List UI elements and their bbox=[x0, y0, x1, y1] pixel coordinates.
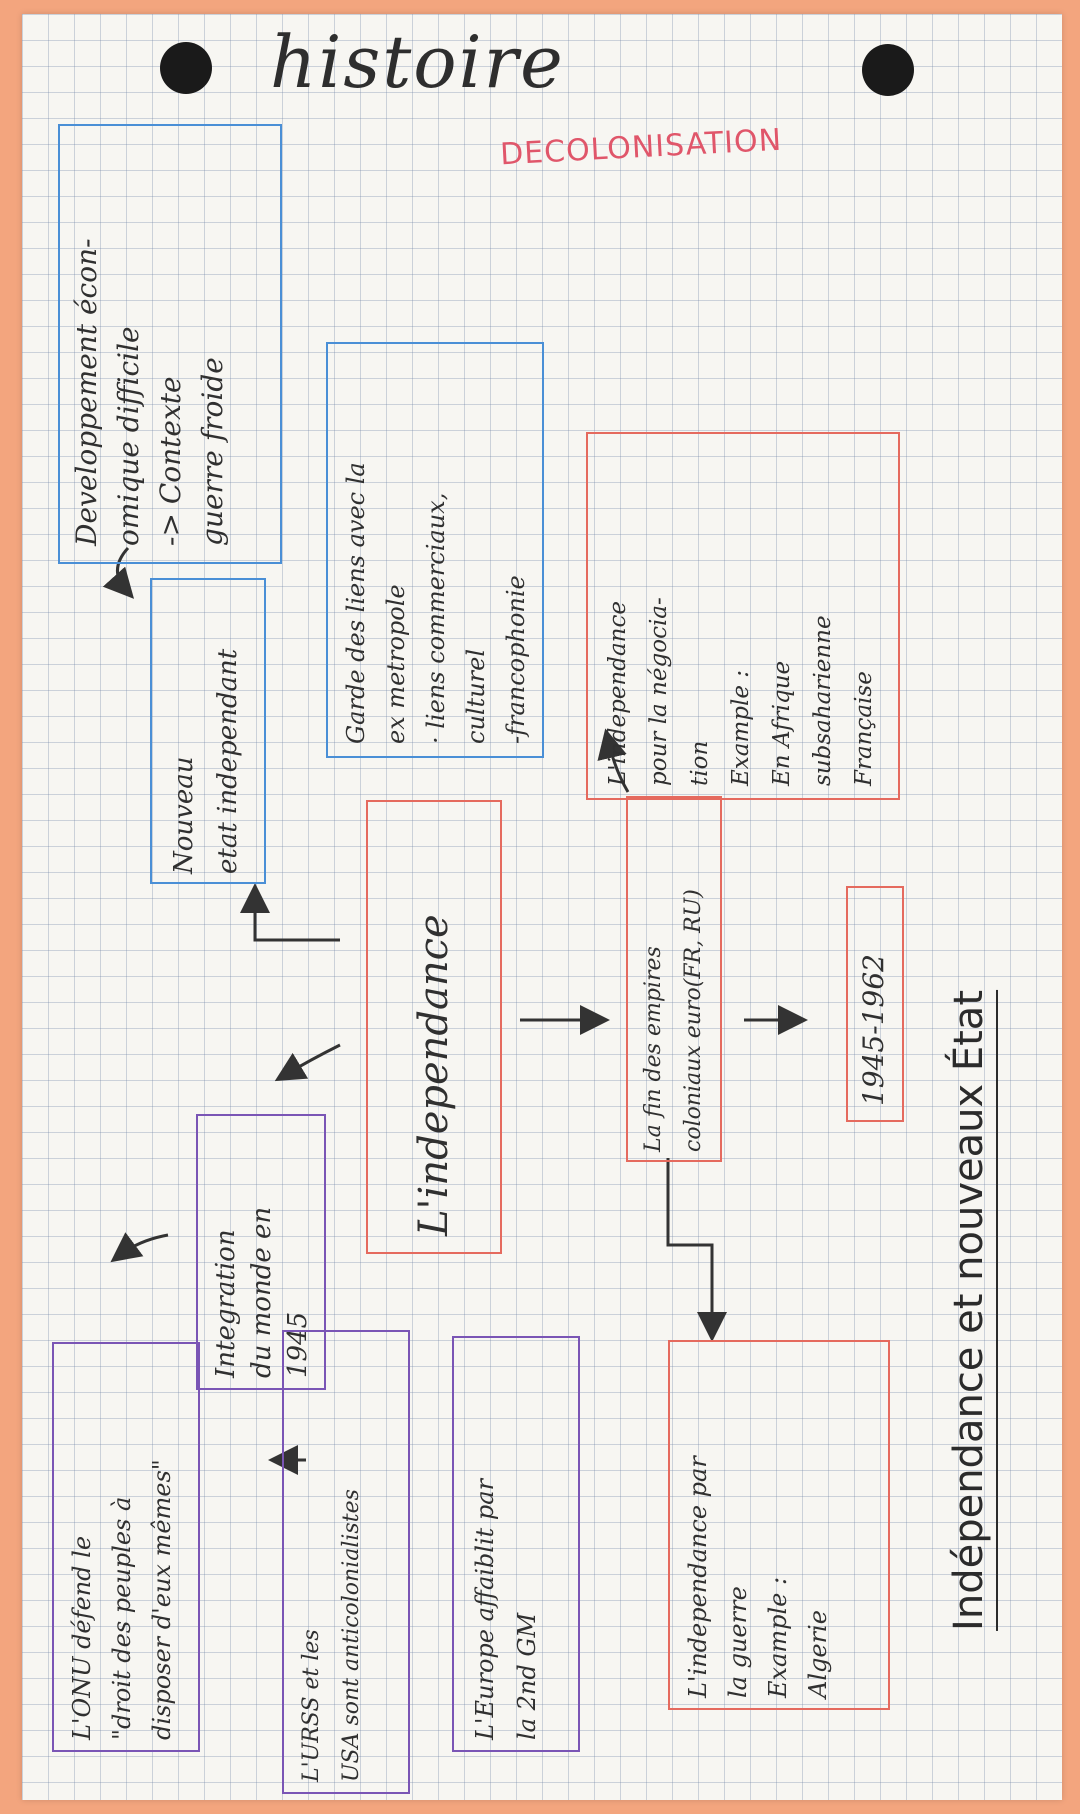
box-line: "droit des peuples à bbox=[108, 1496, 136, 1740]
notebook-sheet bbox=[22, 14, 1062, 1800]
box-line: Algerie bbox=[804, 1610, 832, 1698]
box-integration-monde: Integration du monde en 1945 bbox=[196, 1114, 326, 1390]
box-central-independance: L'independance bbox=[366, 800, 502, 1254]
box-line: etat independant bbox=[213, 648, 243, 874]
arrow-integration-to-onu bbox=[110, 1232, 169, 1263]
box-line: -> Contexte bbox=[154, 376, 187, 546]
box-line: ex metropole bbox=[382, 584, 410, 744]
box-line: La fin des empires bbox=[641, 946, 666, 1152]
box-line: la 2nd GM bbox=[513, 1612, 541, 1740]
box-line: L'URSS et les bbox=[299, 1629, 324, 1782]
box-onu: L'ONU défend le "droit des peuples à dis… bbox=[52, 1342, 200, 1752]
box-line: guerre froide bbox=[196, 357, 229, 546]
box-line: culturel bbox=[462, 648, 490, 744]
box-garde-des-liens: Garde des liens avec la ex metropole · l… bbox=[326, 342, 544, 758]
box-line: disposer d'eux mêmes" bbox=[148, 1459, 176, 1740]
box-independance-negociation: L'independance pour la négocia- tion Exa… bbox=[586, 432, 900, 800]
arrow-central-to-integration bbox=[274, 1043, 341, 1082]
box-line: En Afrique bbox=[769, 660, 795, 786]
box-line: -francophonie bbox=[502, 575, 530, 744]
box-line: Example : bbox=[764, 1576, 792, 1698]
box-dates: 1945-1962 bbox=[846, 886, 904, 1122]
arrow-central-to-nouveau bbox=[240, 883, 340, 942]
binder-hole bbox=[160, 42, 212, 94]
box-line: L'ONU défend le bbox=[68, 1535, 96, 1740]
box-line: pour la négocia- bbox=[646, 597, 672, 786]
box-line: L'independance bbox=[605, 601, 631, 786]
box-line: · liens commerciaux, bbox=[422, 492, 450, 744]
box-urss-usa: L'URSS et les USA sont anticolonialistes bbox=[282, 1330, 410, 1794]
box-nouvel-etat-independant: Nouveau etat independant bbox=[150, 578, 266, 884]
arrow-fin-to-guerre bbox=[666, 1158, 727, 1342]
box-line: omique difficile bbox=[112, 326, 145, 546]
box-line: Nouveau bbox=[169, 756, 199, 874]
box-line: Française bbox=[851, 671, 877, 786]
arrow-fin-to-negociation bbox=[597, 728, 630, 793]
box-europe-affaiblie: L'Europe affaiblit par la 2nd GM bbox=[452, 1336, 580, 1752]
box-independance-guerre: L'independance par la guerre Example : A… bbox=[668, 1340, 890, 1710]
box-line: tion bbox=[687, 740, 713, 786]
dates-label: 1945-1962 bbox=[857, 954, 890, 1106]
box-line: du monde en bbox=[247, 1206, 277, 1378]
box-line: Developpement écon- bbox=[70, 238, 103, 546]
box-line: la guerre bbox=[724, 1586, 752, 1698]
binder-hole bbox=[862, 44, 914, 96]
box-line: subsaharienne bbox=[810, 615, 836, 786]
box-line: L'Europe affaiblit par bbox=[471, 1478, 499, 1740]
box-line: L'independance par bbox=[684, 1456, 712, 1698]
box-developpement-economique: Developpement écon- omique difficile -> … bbox=[58, 124, 282, 564]
section-heading: Indépendance et nouveaux État bbox=[946, 990, 998, 1631]
box-line: Example : bbox=[728, 669, 754, 786]
box-line: Garde des liens avec la bbox=[342, 462, 370, 744]
page-title: histoire bbox=[270, 20, 565, 104]
box-fin-des-empires: La fin des empires coloniaux euro(FR, RU… bbox=[626, 796, 722, 1162]
box-line: Integration bbox=[211, 1229, 241, 1378]
arrow-nouveau-to-developpement bbox=[102, 546, 135, 599]
central-label: L'independance bbox=[411, 914, 457, 1236]
box-line: coloniaux euro(FR, RU) bbox=[681, 889, 706, 1152]
box-line: USA sont anticolonialistes bbox=[339, 1489, 364, 1782]
